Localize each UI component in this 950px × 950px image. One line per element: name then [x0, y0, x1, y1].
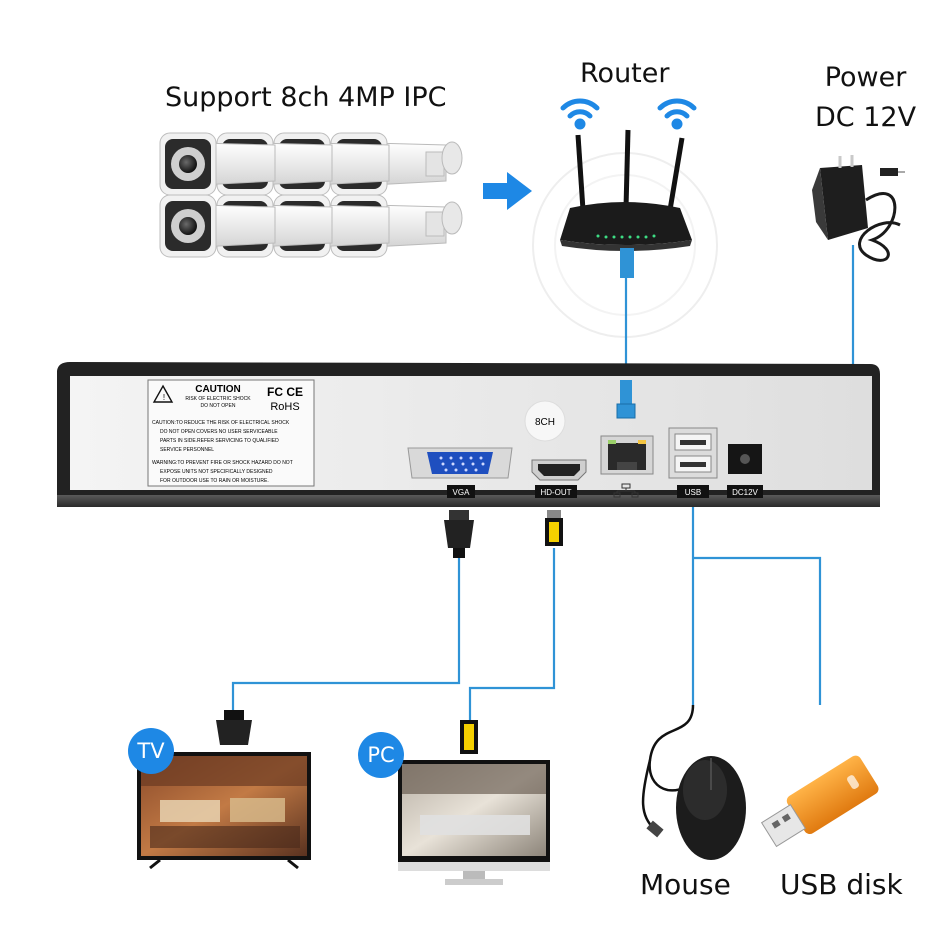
network-icon — [613, 483, 639, 498]
cert-marks: FC CE — [267, 385, 303, 399]
arrow-icon — [483, 172, 532, 210]
warning-line: EXPOSE UNITS NOT SPECIFICALLY DESIGNED — [160, 469, 273, 475]
vga-port-label: VGA — [453, 488, 471, 497]
pc-badge: PC — [358, 732, 404, 778]
warning-line: CAUTION:TO REDUCE THE RISK OF ELECTRICAL… — [152, 420, 290, 426]
warning-line: SERVICE PERSONNEL — [160, 447, 214, 453]
caution-title: CAUTION — [195, 384, 241, 395]
warning-line: WARNING:TO PREVENT FIRE OR SHOCK HAZARD … — [152, 460, 293, 466]
mouse-icon — [641, 704, 746, 860]
usb-port-label: USB — [685, 488, 701, 497]
wifi-icon — [657, 98, 697, 130]
power-adapter-icon — [812, 155, 905, 262]
ip-camera-icon — [159, 132, 276, 196]
vga-connector-icon — [444, 510, 474, 558]
diagram-title: Support 8ch 4MP IPC — [165, 82, 447, 113]
tv-icon — [137, 710, 311, 870]
svg-text:!: ! — [163, 393, 165, 402]
rohs-mark: RoHS — [270, 401, 299, 413]
ip-camera-icon — [159, 194, 276, 258]
dc-port-label: DC12V — [732, 488, 758, 497]
usb-disk-label: USB disk — [780, 868, 903, 901]
power-label: Power DC 12V — [815, 58, 916, 138]
ip-camera-group — [159, 132, 463, 258]
dc-power-port: DC12V — [727, 444, 763, 498]
warning-text: CAUTION:TO REDUCE THE RISK OF ELECTRICAL… — [152, 420, 293, 484]
power-label-line1: Power — [824, 62, 907, 93]
ethernet-port — [600, 380, 654, 498]
usb-disk-icon — [760, 755, 879, 848]
warning-line: PARTS IN SIDE.REFER SERVICING TO QUALIFI… — [160, 438, 279, 444]
channel-sticker: 8CH — [535, 417, 555, 428]
nvr-device: ! CAUTION RISK OF ELECTRIC SHOCK DO NOT … — [57, 362, 880, 507]
wifi-icon — [560, 98, 600, 130]
hdmi-port-label: HD-OUT — [540, 488, 571, 497]
warning-line: DO NOT OPEN COVERS NO USER SERVICEABLE — [160, 429, 278, 435]
vga-port: VGA — [407, 447, 513, 498]
usb-port: USB — [668, 427, 718, 498]
mouse-label: Mouse — [640, 868, 731, 901]
warning-line: FOR OUTDOOR USE TO RAIN OR MOISTURE. — [160, 478, 269, 484]
caution-sub1: RISK OF ELECTRIC SHOCK — [185, 396, 251, 402]
hdmi-port: HD-OUT — [531, 459, 587, 498]
camera-mount-icon — [425, 141, 463, 237]
hdmi-connector-icon — [545, 510, 563, 546]
router-label: Router — [580, 58, 670, 89]
power-label-line2: DC 12V — [815, 102, 917, 133]
caution-sub2: DO NOT OPEN — [201, 403, 236, 409]
tv-badge: TV — [128, 728, 174, 774]
pc-monitor-icon — [398, 720, 550, 885]
caution-label: ! CAUTION RISK OF ELECTRIC SHOCK DO NOT … — [147, 379, 315, 487]
